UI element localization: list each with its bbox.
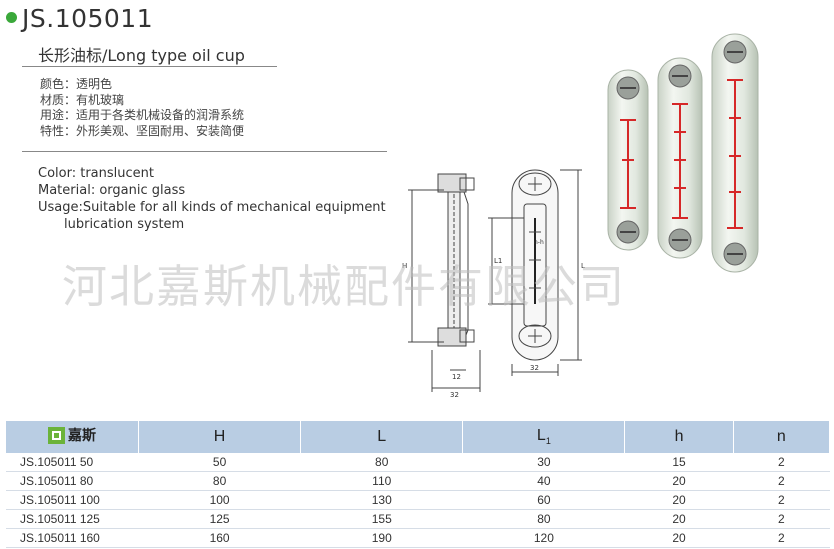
cell-h-upper: 100 [138, 490, 301, 510]
spec-en-material: Material: organic glass [38, 183, 186, 198]
dim-12-label: 12 [452, 373, 461, 381]
specs-english: Color: translucent Material: organic gla… [38, 165, 386, 233]
dim-l1-label: L1 [494, 257, 502, 265]
table-row: JS.105011 50 50 80 30 15 2 [6, 453, 830, 472]
table-row: JS.105011 80 80 110 40 20 2 [6, 471, 830, 491]
cell-model: JS.105011 100 [6, 490, 139, 510]
cell-l1: 80 [462, 509, 625, 529]
brand-header-cell: 嘉斯 [6, 421, 139, 453]
cell-h-upper: 125 [138, 509, 301, 529]
dim-32-right-label: 32 [530, 364, 539, 372]
side-view [408, 173, 481, 392]
cell-model: JS.105011 160 [6, 528, 139, 548]
specs-divider [22, 151, 387, 152]
table-row: JS.105011 100 100 130 60 20 2 [6, 490, 830, 510]
cell-n: 2 [733, 490, 830, 510]
company-watermark: 河北嘉斯机械配件有限公司 [62, 260, 627, 313]
dim-nh-label: n-h [534, 239, 544, 246]
cell-l: 190 [300, 528, 463, 548]
table-header-row: 嘉斯 H L L1 h n [6, 421, 831, 453]
oil-cup-large [711, 33, 759, 273]
cell-h-upper: 80 [138, 471, 301, 491]
cell-l1: 120 [462, 528, 625, 548]
dim-h-label: H [402, 262, 407, 270]
cell-l1: 40 [462, 471, 625, 491]
cell-model: JS.105011 50 [6, 453, 139, 472]
cell-h-lower: 15 [624, 453, 734, 472]
brand-label: 嘉斯 [48, 425, 96, 445]
table-row: JS.105011 125 125 155 80 20 2 [6, 509, 830, 529]
cell-h-lower: 20 [624, 509, 734, 529]
oil-cup-small [607, 69, 649, 251]
product-subtitle: 长形油标/Long type oil cup [38, 46, 245, 65]
technical-drawing: H 12 32 L1 n-h L 32 [402, 169, 585, 399]
cell-model: JS.105011 125 [6, 509, 139, 529]
spec-cn-usage: 用途：适用于各类机械设备的润滑系统 [40, 108, 245, 122]
oil-cup-medium [657, 57, 703, 259]
cell-n: 2 [733, 509, 830, 529]
header-n: n [733, 421, 831, 453]
spec-cn-material: 材质：有机玻璃 [40, 92, 125, 107]
cell-n: 2 [733, 453, 830, 472]
header-l1: L1 [462, 421, 626, 453]
title-bullet-icon [6, 12, 17, 23]
table-row: JS.105011 160 160 190 120 20 2 [6, 528, 830, 548]
cell-h-lower: 20 [624, 471, 734, 491]
title-divider [22, 66, 277, 67]
header-h-lower: h [624, 421, 734, 453]
product-photo [607, 33, 759, 273]
cell-l: 110 [300, 471, 463, 491]
spec-en-color: Color: translucent [38, 166, 154, 181]
cell-l: 155 [300, 509, 463, 529]
cell-model: JS.105011 80 [6, 471, 139, 491]
cell-l: 130 [300, 490, 463, 510]
header-l: L [300, 421, 464, 453]
cell-h-lower: 20 [624, 490, 734, 510]
spec-en-usage: Usage:Suitable for all kinds of mechanic… [38, 200, 386, 215]
header-h-upper: H [138, 421, 302, 453]
cell-l1: 60 [462, 490, 625, 510]
spec-cn-color: 颜色：透明色 [40, 77, 113, 91]
product-code-title: JS.105011 [22, 4, 154, 33]
cell-n: 2 [733, 528, 830, 548]
dimension-table: 嘉斯 H L L1 h n JS.105011 50 50 80 30 15 2… [6, 421, 831, 548]
cell-h-upper: 50 [138, 453, 301, 472]
specs-chinese: 颜色：透明色 材质：有机玻璃 用途：适用于各类机械设备的润滑系统 特性：外形美观… [40, 77, 244, 139]
cell-h-upper: 160 [138, 528, 301, 548]
cell-h-lower: 20 [624, 528, 734, 548]
front-view [488, 169, 582, 376]
cell-l: 80 [300, 453, 463, 472]
cell-l1: 30 [462, 453, 625, 472]
brand-name: 嘉斯 [68, 427, 96, 444]
brand-logo-icon [48, 426, 65, 444]
cell-n: 2 [733, 471, 830, 491]
spec-en-usage-cont: lubrication system [64, 217, 185, 232]
spec-cn-feature: 特性：外形美观、坚固耐用、安装简便 [40, 123, 245, 138]
dim-32-left-label: 32 [450, 391, 459, 399]
dim-l-label: L [581, 262, 585, 270]
